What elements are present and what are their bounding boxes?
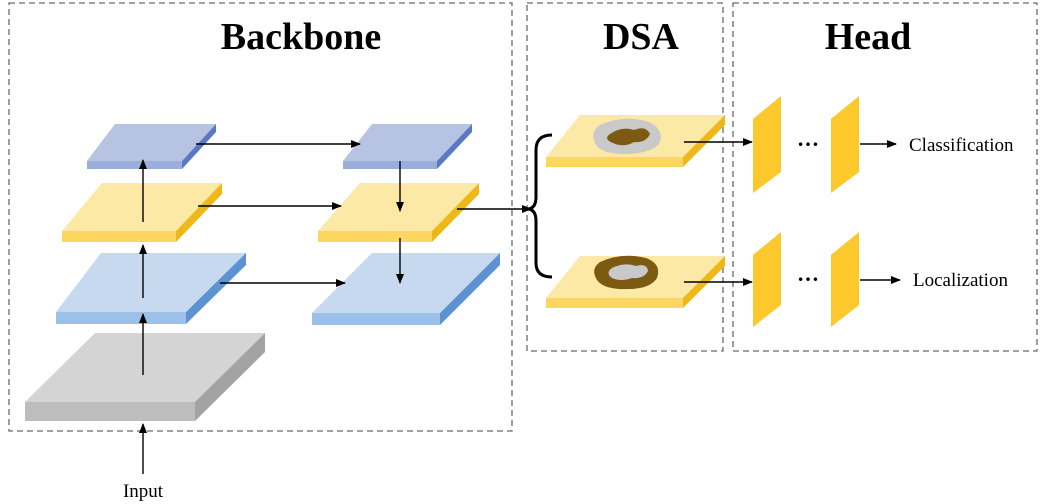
ellipsis-bottom: … <box>797 261 819 286</box>
fpn-layer-p2 <box>312 253 500 325</box>
head-title: Head <box>825 16 912 58</box>
localization-label: Localization <box>913 270 1008 291</box>
dsa-box <box>526 2 724 352</box>
classification-label: Classification <box>909 135 1014 156</box>
backbone-layer-c3 <box>62 183 222 242</box>
head-box <box>732 2 1038 352</box>
head-block-top-1 <box>753 96 781 193</box>
brace <box>526 133 553 279</box>
dsa-layer-top <box>546 115 725 167</box>
backbone-layer-c2 <box>56 253 246 324</box>
ellipsis-top: … <box>797 126 819 151</box>
fpn-layer-p3 <box>318 183 479 242</box>
fpn-layer-p4 <box>343 124 472 169</box>
backbone-title: Backbone <box>221 16 381 58</box>
backbone-box <box>8 2 513 432</box>
dsa-title: DSA <box>603 16 680 58</box>
head-block-bottom-2 <box>831 232 859 327</box>
attention-spot-dark <box>607 128 650 146</box>
backbone-layer-c4 <box>87 124 216 169</box>
head-block-bottom-1 <box>753 232 781 327</box>
backbone-input-layer <box>25 333 265 421</box>
head-block-top-2 <box>831 96 859 193</box>
input-label: Input <box>123 481 164 502</box>
attention-spot-light <box>608 264 648 280</box>
